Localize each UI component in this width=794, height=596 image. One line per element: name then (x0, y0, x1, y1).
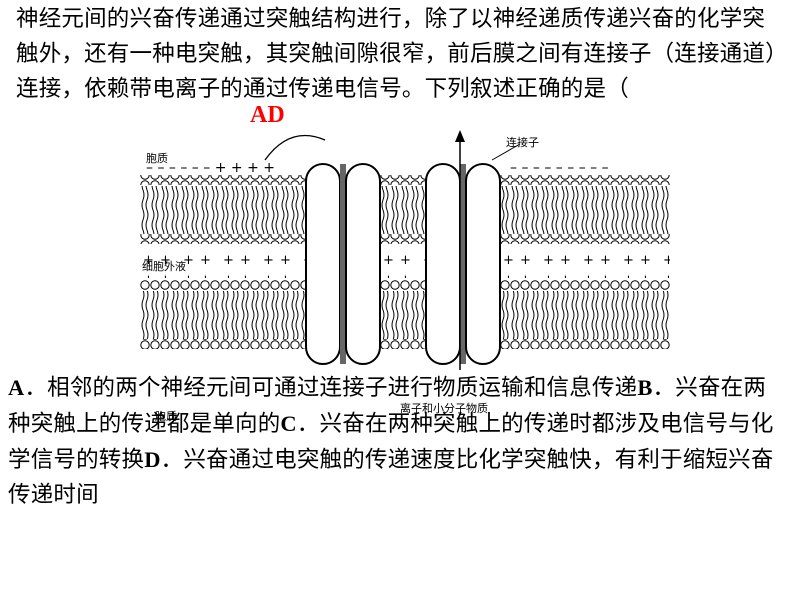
label-connexon: 连接子 (506, 136, 539, 149)
option-a-letter: A (8, 375, 25, 400)
svg-text:– – – – – – – – –: – – – – – – – – – (510, 160, 609, 176)
connexon-right (425, 163, 501, 365)
svg-text:– – – – – – + + + +: – – – – – – + + + + (146, 160, 275, 176)
option-b-letter: B (637, 375, 653, 400)
options: A．相邻的两个神经元间可通过连接子进行物质运输和信息传递B．兴奋在两种突触上的传… (8, 370, 788, 513)
label-extracellular: 细胞外液 (142, 259, 186, 273)
answer-text: AD (250, 102, 285, 128)
question-stem: 神经元间的兴奋传递通过突触结构进行，除了以神经递质传递兴奋的化学突触外，还有一种… (16, 6, 777, 102)
option-c-text: ．兴奋在两种突触上的传递时都涉及电信号与化学信号的转换 (8, 411, 774, 473)
synapse-diagram: + + – – – – – – + + + + – – – – – – – – … (140, 130, 670, 370)
option-b-text: ．兴奋在两种突触上的传递都是单向的 (8, 375, 767, 437)
label-cytoplasm: 胞质 (146, 152, 168, 165)
option-d-text: ．兴奋通过电突触的传递速度比化学突触快，有利于缩短兴奋传递时间 (8, 447, 774, 508)
option-a-text: ．相邻的两个神经元间可通过连接子进行物质运输和信息传递 (24, 375, 638, 401)
option-d-letter: D (144, 447, 161, 472)
connexon-left (305, 163, 381, 365)
option-c-letter: C (280, 411, 297, 436)
